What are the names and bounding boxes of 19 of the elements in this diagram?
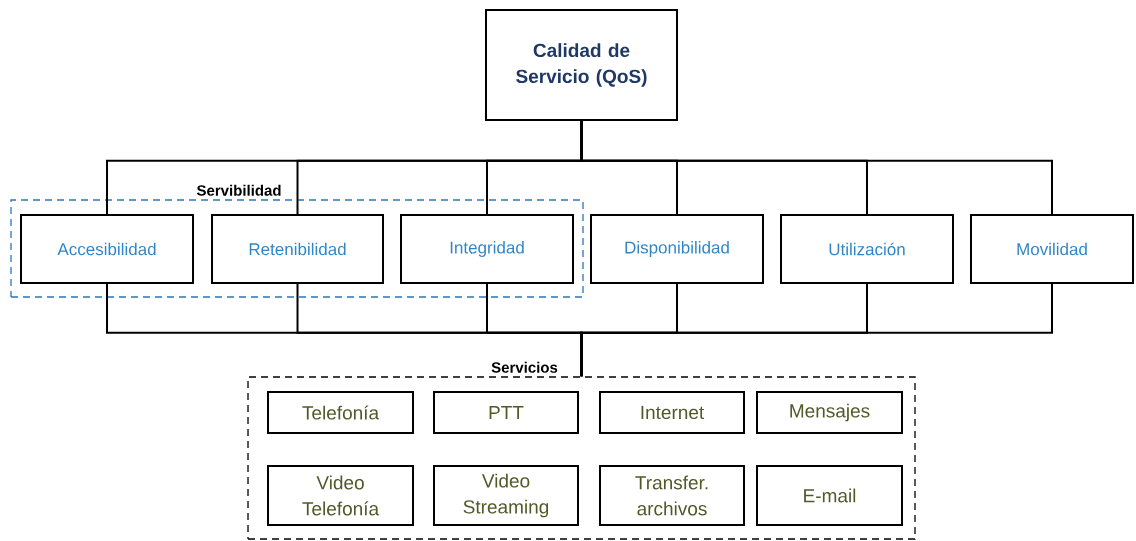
- category-box: Retenibilidad: [211, 214, 384, 284]
- connector-line: [580, 120, 1053, 215]
- group-heading: Servibilidad: [196, 184, 281, 196]
- category-box: Utilización: [780, 214, 954, 284]
- service-box: E-mail: [756, 465, 903, 526]
- connector-line: [580, 283, 1053, 378]
- service-box: Video Streaming: [433, 465, 579, 526]
- category-box: Disponibilidad: [590, 214, 764, 284]
- category-box: Integridad: [400, 214, 574, 284]
- category-box: Movilidad: [970, 214, 1134, 284]
- service-box: Transfer. archivos: [599, 465, 745, 526]
- service-box: Mensajes: [756, 391, 903, 434]
- service-box: PTT: [433, 391, 579, 434]
- service-box: Video Telefonía: [267, 465, 414, 526]
- service-box: Telefonía: [267, 391, 414, 434]
- category-box: Accesibilidad: [20, 214, 194, 284]
- group-heading: Servicios: [491, 361, 558, 373]
- service-box: Internet: [599, 391, 745, 434]
- title-box: Calidad de Servicio (QoS): [485, 9, 678, 121]
